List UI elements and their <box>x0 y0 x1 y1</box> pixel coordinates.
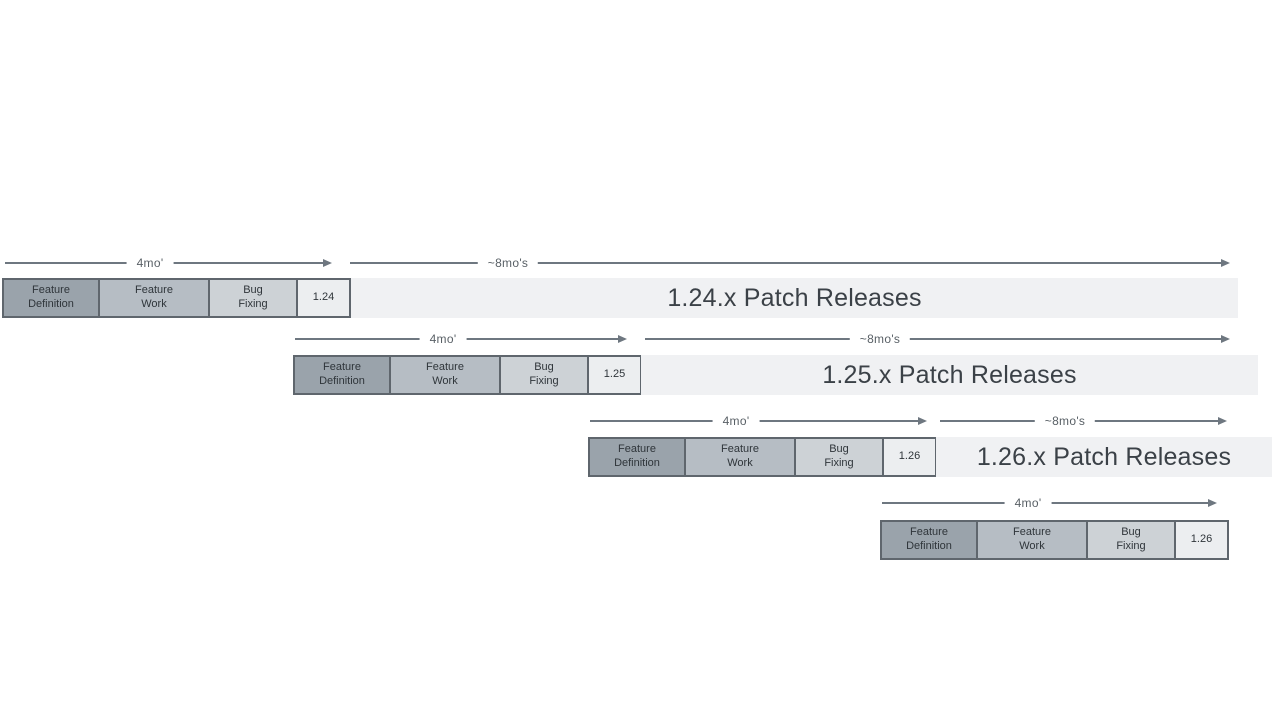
phase-feature-definition: Feature Definition <box>588 437 686 477</box>
phase-label: Feature Work <box>426 361 464 387</box>
patch-duration-arrow: ~8mo's <box>940 414 1227 428</box>
patch-releases-label: 1.25.x Patch Releases <box>822 360 1077 389</box>
version-box: 1.26 <box>882 437 937 477</box>
phase-label: Bug Fixing <box>529 361 559 387</box>
phase-label: Feature Definition <box>28 284 74 310</box>
phase-feature-work: Feature Work <box>684 437 796 477</box>
phase-label: Feature Work <box>135 284 173 310</box>
version-box: 1.26 <box>1174 520 1229 560</box>
phase-label: Bug Fixing <box>1116 526 1146 552</box>
phase-feature-work: Feature Work <box>98 278 210 318</box>
patch-duration-label: ~8mo's <box>477 256 539 270</box>
dev-duration-label: 4mo' <box>126 256 174 270</box>
patch-duration-arrow: ~8mo's <box>350 256 1230 270</box>
phase-feature-work: Feature Work <box>976 520 1088 560</box>
phase-label: Feature Definition <box>319 361 365 387</box>
phase-bug-fixing: Bug Fixing <box>208 278 298 318</box>
phase-row: Feature Definition Feature Work Bug Fixi… <box>293 355 642 395</box>
phase-label: Feature Definition <box>614 443 660 469</box>
version-box: 1.24 <box>296 278 351 318</box>
phase-bug-fixing: Bug Fixing <box>1086 520 1176 560</box>
phase-row: Feature Definition Feature Work Bug Fixi… <box>2 278 351 318</box>
dev-duration-arrow: 4mo' <box>590 414 927 428</box>
version-box: 1.25 <box>587 355 642 395</box>
phase-feature-definition: Feature Definition <box>2 278 100 318</box>
dev-duration-arrow: 4mo' <box>882 496 1217 510</box>
patch-releases-label: 1.24.x Patch Releases <box>667 283 922 312</box>
patch-duration-arrow: ~8mo's <box>645 332 1230 346</box>
version-label: 1.26 <box>898 450 921 463</box>
dev-duration-label: 4mo' <box>712 414 760 428</box>
phase-feature-definition: Feature Definition <box>293 355 391 395</box>
patch-releases-bar: 1.26.x Patch Releases <box>936 437 1272 477</box>
phase-feature-definition: Feature Definition <box>880 520 978 560</box>
phase-label: Bug Fixing <box>824 443 854 469</box>
dev-duration-arrow: 4mo' <box>295 332 627 346</box>
version-label: 1.24 <box>312 291 335 304</box>
phase-label: Bug Fixing <box>238 284 268 310</box>
patch-releases-label: 1.26.x Patch Releases <box>976 442 1232 471</box>
phase-label: Feature Work <box>1013 526 1051 552</box>
dev-duration-label: 4mo' <box>1004 496 1052 510</box>
phase-label: Feature Work <box>721 443 759 469</box>
phase-label: Feature Definition <box>906 526 952 552</box>
phase-bug-fixing: Bug Fixing <box>794 437 884 477</box>
phase-bug-fixing: Bug Fixing <box>499 355 589 395</box>
phase-feature-work: Feature Work <box>389 355 501 395</box>
phase-row: Feature Definition Feature Work Bug Fixi… <box>880 520 1229 560</box>
patch-releases-bar: 1.25.x Patch Releases <box>641 355 1258 395</box>
patch-releases-bar: 1.24.x Patch Releases <box>351 278 1238 318</box>
version-label: 1.25 <box>603 368 626 381</box>
version-label: 1.26 <box>1190 533 1213 546</box>
patch-duration-label: ~8mo's <box>849 332 911 346</box>
patch-duration-label: ~8mo's <box>1034 414 1096 428</box>
dev-duration-label: 4mo' <box>419 332 467 346</box>
dev-duration-arrow: 4mo' <box>5 256 332 270</box>
phase-row: Feature Definition Feature Work Bug Fixi… <box>588 437 937 477</box>
